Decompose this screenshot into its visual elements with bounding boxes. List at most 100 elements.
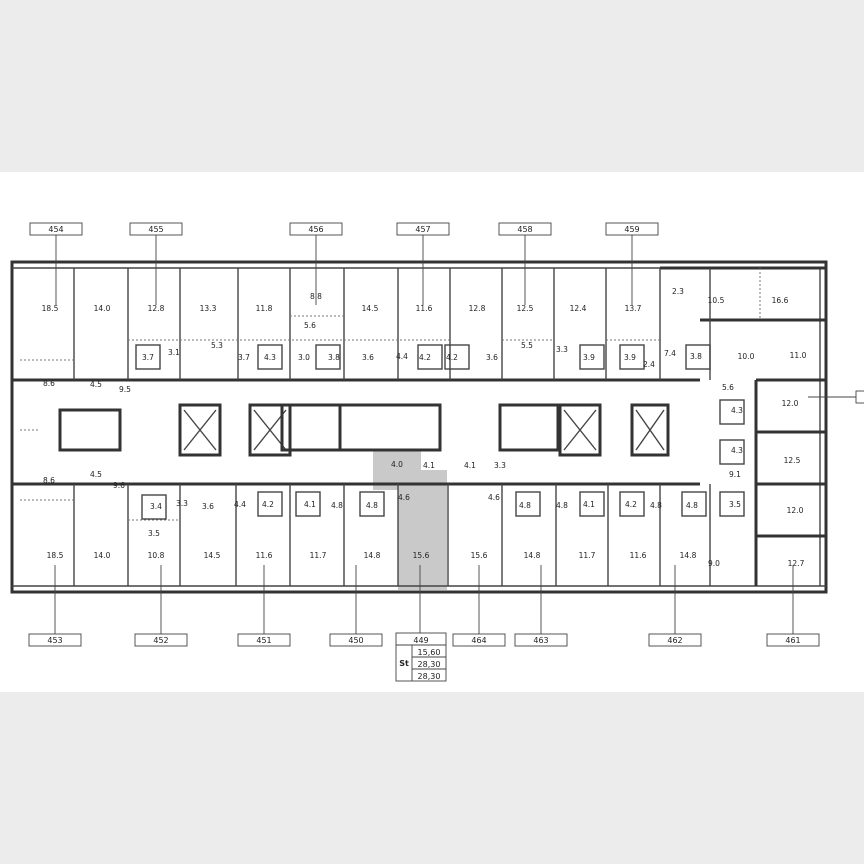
apartment-tag[interactable]: [605, 222, 659, 236]
info-value-3: 28,30: [418, 672, 441, 681]
room-area-label: 14.0: [94, 304, 111, 313]
apartment-number[interactable]: 462: [667, 636, 682, 645]
room-area-label: 14.5: [204, 551, 221, 560]
room-area-label: 5.3: [211, 341, 223, 350]
elevator-4: [630, 403, 670, 457]
room-area-label: 15.6: [471, 551, 488, 560]
room-area-label: 4.1: [464, 461, 476, 470]
room-area-label: 9.5: [119, 385, 131, 394]
room-area-label: 4.6: [488, 493, 500, 502]
info-value-1: 15,60: [418, 648, 441, 657]
room-area-label: 3.3: [494, 461, 506, 470]
apartment-tag-partial[interactable]: [855, 390, 864, 404]
room-area-label: 4.2: [262, 500, 274, 509]
room-area-label: 13.7: [625, 304, 642, 313]
room-area-label: 3.7: [238, 353, 250, 362]
apartment-tag[interactable]: [28, 633, 82, 647]
apartment-number[interactable]: 458: [517, 225, 532, 234]
room-area-label: 4.3: [731, 406, 743, 415]
room-area-label: 9.0: [708, 559, 720, 568]
apartment-number[interactable]: 451: [256, 636, 271, 645]
apartment-number[interactable]: 459: [624, 225, 639, 234]
room-area-label: 5.6: [304, 321, 316, 330]
walls: [10, 260, 828, 594]
apartment-number[interactable]: 464: [471, 636, 486, 645]
room-area-label: 7.4: [664, 349, 676, 358]
apartment-tag[interactable]: [329, 633, 383, 647]
room-area-label: 4.4: [234, 500, 246, 509]
room-area-label: 11.6: [630, 551, 647, 560]
room-area-label: 4.5: [90, 470, 102, 479]
apartment-tag[interactable]: [766, 633, 820, 647]
room-area-label: 4.1: [423, 461, 435, 470]
room-area-label: 4.8: [331, 501, 343, 510]
apartment-tag[interactable]: [498, 222, 552, 236]
room-area-label: 4.8: [650, 501, 662, 510]
room-area-label: 5.5: [521, 341, 533, 350]
room-area-label: 10.8: [148, 551, 165, 560]
info-apartment-number: 449: [413, 636, 428, 645]
apartment-number[interactable]: 455: [148, 225, 163, 234]
apartment-number[interactable]: 463: [533, 636, 548, 645]
room-area-label: 4.1: [304, 500, 316, 509]
room-area-label: 12.4: [570, 304, 587, 313]
room-area-label: 16.6: [772, 296, 789, 305]
room-area-label: 11.8: [256, 304, 273, 313]
apartment-number[interactable]: 456: [308, 225, 323, 234]
room-area-label: 3.8: [328, 353, 340, 362]
room-area-label: 2.3: [672, 287, 684, 296]
room-area-label: 3.1: [168, 348, 180, 357]
apartment-number[interactable]: 450: [348, 636, 363, 645]
info-value-2: 28,30: [418, 660, 441, 669]
room-area-label: 11.6: [256, 551, 273, 560]
apartment-number[interactable]: 457: [415, 225, 430, 234]
room-area-label: 3.0: [298, 353, 310, 362]
room-area-label: 18.5: [42, 304, 59, 313]
apartment-tag[interactable]: [396, 222, 450, 236]
apartment-tag[interactable]: [134, 633, 188, 647]
apartment-tag[interactable]: [452, 633, 506, 647]
room-area-label: 14.8: [680, 551, 697, 560]
room-area-label: 3.9: [624, 353, 636, 362]
apartment-number[interactable]: 461: [785, 636, 800, 645]
room-area-label: 3.5: [148, 529, 160, 538]
room-area-label: 4.8: [686, 501, 698, 510]
apartment-number[interactable]: 453: [47, 636, 62, 645]
apartment-tag[interactable]: [129, 222, 183, 236]
room-area-label: 14.5: [362, 304, 379, 313]
room-area-label: 12.8: [148, 304, 165, 313]
room-area-label: 13.3: [200, 304, 217, 313]
room-area-label: 3.7: [142, 353, 154, 362]
info-type-label: St: [399, 659, 409, 668]
apartment-number[interactable]: 452: [153, 636, 168, 645]
room-area-label: 15.6: [413, 551, 430, 560]
room-area-label: 3.3: [556, 345, 568, 354]
room-area-label: 3.4: [150, 502, 162, 511]
room-area-label: 3.6: [486, 353, 498, 362]
room-area-label: 4.2: [446, 353, 458, 362]
room-area-label: 14.8: [524, 551, 541, 560]
apartment-tag[interactable]: [514, 633, 568, 647]
room-area-label: 5.6: [722, 383, 734, 392]
room-area-label: 9.1: [729, 470, 741, 479]
apartment-tag[interactable]: [648, 633, 702, 647]
shaft-right: [498, 403, 560, 452]
room-area-label: 11.0: [790, 351, 807, 360]
room-area-label: 14.0: [94, 551, 111, 560]
room-area-label: 14.8: [364, 551, 381, 560]
room-area-label: 12.8: [469, 304, 486, 313]
stairwell-center: [338, 403, 442, 452]
room-area-label: 4.8: [366, 501, 378, 510]
apartment-tag[interactable]: [289, 222, 343, 236]
room-area-label: 8.6: [43, 476, 55, 485]
room-area-label: 3.8: [690, 352, 702, 361]
apartment-tag[interactable]: [29, 222, 83, 236]
room-area-label: 12.5: [517, 304, 534, 313]
room-area-label: 12.7: [788, 559, 805, 568]
apartment-number[interactable]: 454: [48, 225, 63, 234]
room-area-label: 3.5: [729, 500, 741, 509]
building-core: [58, 403, 670, 457]
room-area-label: 12.5: [784, 456, 801, 465]
apartment-tag[interactable]: [237, 633, 291, 647]
